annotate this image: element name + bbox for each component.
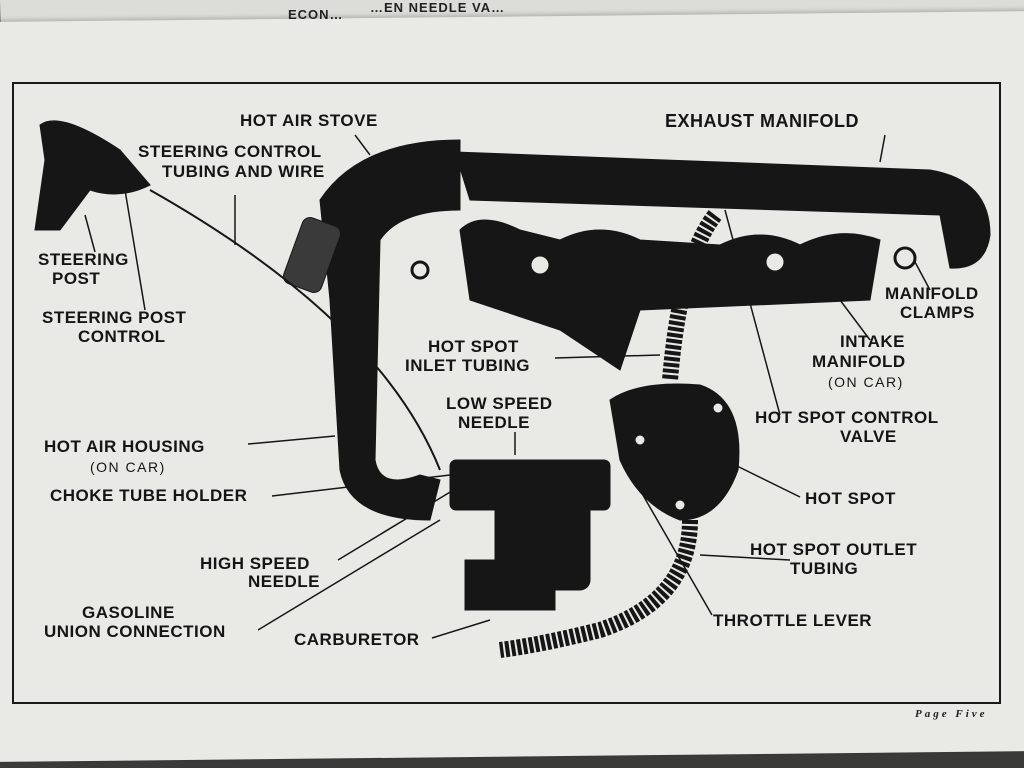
hot-air-stove — [319, 139, 461, 521]
label-steering-control: STEERING CONTROL — [138, 142, 322, 161]
back-sheet-text: ECON… — [288, 7, 344, 22]
label-steering-post: STEERING — [38, 250, 129, 269]
label-throttle-lever: THROTTLE LEVER — [713, 611, 873, 630]
label-high-speed-needle: HIGH SPEED — [200, 554, 310, 573]
label-low-speed-needle: LOW SPEED — [446, 394, 553, 413]
stove-inlet — [282, 217, 342, 293]
steering-post — [34, 120, 151, 231]
label-choke-tube-holder: CHOKE TUBE HOLDER — [50, 486, 248, 505]
steering-control-wire — [149, 189, 441, 471]
leader-lines — [84, 134, 931, 639]
label-gasoline-union-connection: UNION CONNECTION — [44, 622, 226, 641]
label-steering-post-control-2: CONTROL — [78, 327, 166, 346]
label-steering-control-tubing: TUBING AND WIRE — [162, 162, 325, 181]
label-intake-manifold-on-car: (ON CAR) — [828, 374, 904, 390]
carburetor-base — [464, 559, 556, 611]
label-steering-post-control: STEERING POST — [42, 308, 187, 327]
carburetor-body — [449, 459, 611, 511]
back-sheet-text: …EN NEEDLE VA… — [370, 0, 506, 15]
hot-spot — [609, 383, 740, 521]
label-hot-air-housing: HOT AIR HOUSING — [44, 437, 205, 456]
label-intake-manifold-2: MANIFOLD — [812, 352, 906, 371]
label-hot-spot-outlet: HOT SPOT OUTLET — [750, 540, 918, 559]
label-hot-spot-outlet-tubing: TUBING — [790, 559, 859, 578]
hot-spot-outlet-tubing — [499, 519, 698, 658]
label-hot-air-housing-on-car: (ON CAR) — [90, 459, 166, 475]
label-steering-post-2: POST — [52, 269, 101, 288]
label-carburetor: CARBURETOR — [294, 630, 420, 649]
label-hot-air-stove: HOT AIR STOVE — [240, 111, 378, 130]
exhaust-manifold — [454, 151, 991, 269]
label-hot-spot-control-valve: HOT SPOT CONTROL — [755, 408, 939, 427]
label-intake-manifold: INTAKE — [840, 332, 906, 351]
label-hot-spot-inlet: HOT SPOT — [428, 337, 519, 356]
label-hot-spot-control-valve-2: VALVE — [840, 427, 897, 446]
label-hot-spot: HOT SPOT — [805, 489, 896, 508]
label-exhaust-manifold: EXHAUST MANIFOLD — [665, 111, 859, 131]
label-manifold-clamps: MANIFOLD — [885, 284, 979, 303]
diagram-frame — [12, 82, 1001, 704]
label-high-speed-needle-2: NEEDLE — [248, 572, 320, 591]
hot-spot-inlet-tubing — [662, 210, 722, 381]
label-gasoline-union: GASOLINE — [82, 603, 175, 622]
page-number: Page Five — [915, 708, 988, 720]
label-low-speed-needle-2: NEEDLE — [458, 413, 530, 432]
label-manifold-clamps-2: CLAMPS — [900, 303, 975, 322]
label-hot-spot-inlet-tubing: INLET TUBING — [405, 356, 530, 375]
